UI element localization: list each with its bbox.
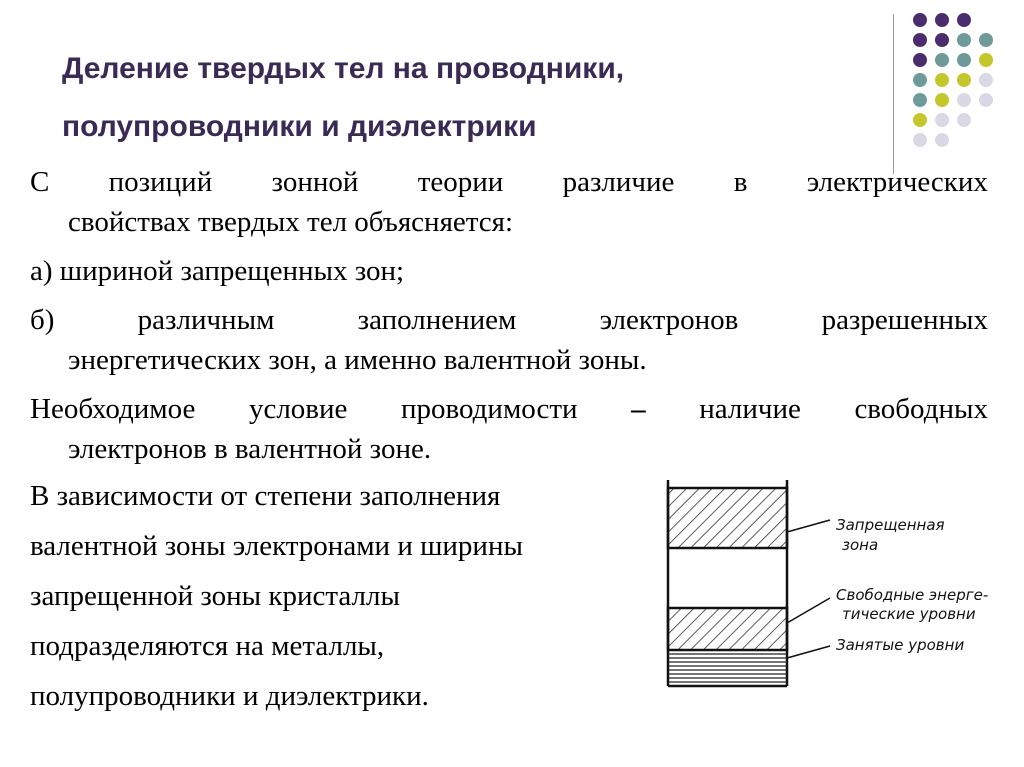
word: зонной <box>271 166 359 198</box>
decorative-dot <box>935 113 949 127</box>
word: теории <box>417 166 504 198</box>
paragraph-5-line-1: В зависимости от степени заполнения <box>30 480 501 512</box>
slide-title-line-1: Деление твердых тел на проводники, <box>62 52 625 85</box>
label-free-2: тические уровни <box>842 605 976 623</box>
decorative-divider <box>893 14 894 174</box>
word: различным <box>137 304 275 336</box>
word: проводимости <box>400 393 578 425</box>
paragraph-4-line-2: электронов в валентной зоне. <box>68 433 432 465</box>
word: б) <box>30 304 55 336</box>
decorative-dot <box>913 33 927 47</box>
paragraph-3-line-2: энергетических зон, а именно валентной з… <box>68 344 647 376</box>
leader-free <box>786 597 831 624</box>
paragraph-3-line-1: б) различным заполнением электронов разр… <box>30 302 988 338</box>
band-diagram: Запрещенная зона Свободные энерге- тичес… <box>630 468 1020 718</box>
decorative-dot <box>935 33 949 47</box>
decorative-dot <box>913 93 927 107</box>
paragraph-4-line-1: Необходимое условие проводимости – налич… <box>30 391 988 427</box>
label-forbidden-1: Запрещенная <box>836 516 945 534</box>
word: – <box>631 393 646 425</box>
decorative-dot <box>913 73 927 87</box>
paragraph-5-line-4: подразделяются на металлы, <box>30 630 385 662</box>
word: С <box>30 166 50 198</box>
decorative-dot <box>979 73 993 87</box>
paragraph-1-line-1: С позиций зонной теории различие в элект… <box>30 164 988 200</box>
slide-title-line-2: полупроводники и диэлектрики <box>62 110 537 143</box>
paragraph-5-line-2: валентной зоны электронами и ширины <box>30 530 523 562</box>
decorative-dot <box>913 13 927 27</box>
decorative-dot <box>979 33 993 47</box>
word: заполнением <box>357 304 517 336</box>
label-forbidden-2: зона <box>842 536 878 554</box>
word: Необходимое <box>30 393 196 425</box>
free-levels-band <box>666 606 789 652</box>
word: наличие <box>699 393 801 425</box>
decorative-dot <box>935 93 949 107</box>
word: электрических <box>806 166 988 198</box>
decorative-dot <box>913 113 927 127</box>
word: позиций <box>108 166 213 198</box>
decorative-dot <box>957 13 971 27</box>
decorative-dot <box>935 73 949 87</box>
decorative-dot <box>957 73 971 87</box>
decorative-dot <box>935 53 949 67</box>
occupied-levels <box>668 653 787 683</box>
decorative-dot <box>979 93 993 107</box>
paragraph-2: а) шириной запрещенных зон; <box>30 255 405 287</box>
decorative-dot <box>957 93 971 107</box>
forbidden-band <box>666 486 789 550</box>
decorative-dot <box>957 53 971 67</box>
decorative-dot <box>957 113 971 127</box>
leader-occupied <box>786 645 831 659</box>
decorative-dot <box>935 133 949 147</box>
decorative-dot <box>913 133 927 147</box>
word: в <box>733 166 748 198</box>
word: свободных <box>854 393 988 425</box>
label-occupied: Занятые уровни <box>836 636 964 654</box>
word: условие <box>248 393 348 425</box>
paragraph-1-line-2: свойствах твердых тел объясняется: <box>68 206 514 238</box>
word: различие <box>562 166 675 198</box>
leader-forbidden <box>786 519 831 533</box>
decorative-dot <box>913 53 927 67</box>
paragraph-5-line-5: полупроводники и диэлектрики. <box>30 680 429 712</box>
word: электронов <box>599 304 739 336</box>
decorative-dot-grid <box>913 13 993 147</box>
paragraph-5: В зависимости от степени заполнения вале… <box>30 478 626 728</box>
decorative-dot <box>957 33 971 47</box>
decorative-dot <box>979 53 993 67</box>
paragraph-5-line-3: запрещенной зоны кристаллы <box>30 580 400 612</box>
label-free-1: Свободные энерге- <box>836 586 988 604</box>
word: разрешенных <box>821 304 988 336</box>
decorative-dot <box>935 13 949 27</box>
